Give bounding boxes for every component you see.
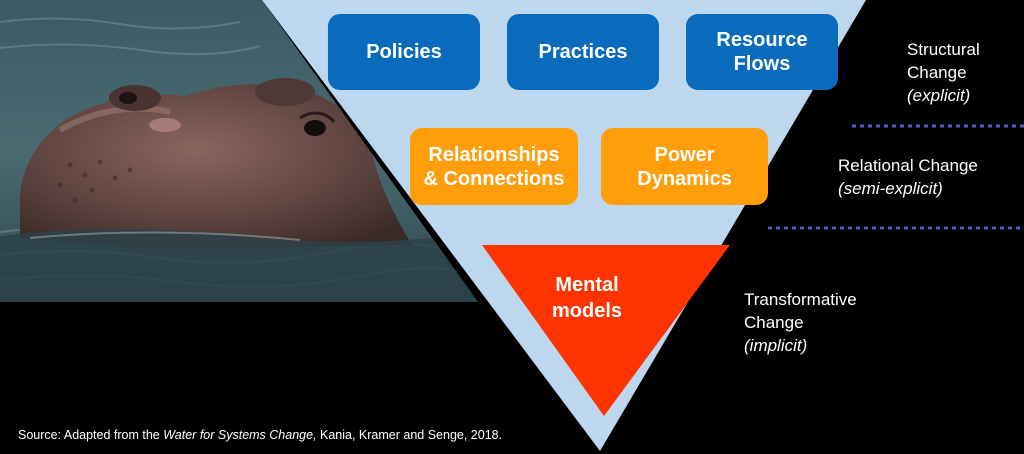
transformative-change-label: Transformative Change (implicit) <box>744 288 857 357</box>
source-title: Water for Systems Change, <box>163 428 317 442</box>
structural-change-qualifier: (explicit) <box>907 86 971 105</box>
inverted-triangle <box>262 0 866 451</box>
resource-flows-box: Resource Flows <box>686 14 838 90</box>
power-dynamics-box: Power Dynamics <box>601 128 768 205</box>
source-citation: Source: Adapted from the Water for Syste… <box>18 427 502 443</box>
relational-change-qualifier: (semi-explicit) <box>838 179 943 198</box>
source-prefix: Source: Adapted from the <box>18 428 164 442</box>
relational-change-label: Relational Change (semi-explicit) <box>838 154 978 200</box>
source-suffix: Kania, Kramer and Senge, 2018. <box>316 428 503 442</box>
mental-models-label: Mental models <box>551 274 623 322</box>
structural-change-title: Structural Change <box>907 40 980 82</box>
transformative-change-title: Transformative Change <box>744 290 857 332</box>
relationships-connections-box: Relationships & Connections <box>410 128 578 205</box>
policies-box: Policies <box>328 14 480 90</box>
mental-models-triangle <box>482 245 730 416</box>
relational-change-title: Relational Change <box>838 156 978 175</box>
practices-box: Practices <box>507 14 659 90</box>
structural-change-label: Structural Change (explicit) <box>907 38 980 107</box>
transformative-change-qualifier: (implicit) <box>744 336 808 355</box>
hippo-head <box>19 78 413 249</box>
